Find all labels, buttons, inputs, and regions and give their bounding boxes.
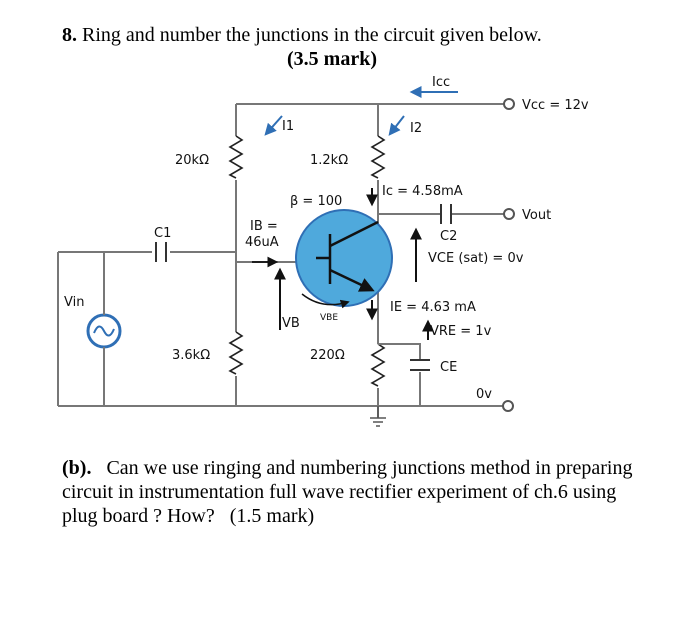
vbe-label: VBE [320, 313, 338, 323]
i1-label: I1 [282, 119, 294, 134]
ib-label: IB = [250, 219, 278, 234]
vcc-terminal [503, 98, 515, 110]
part-b-question: (b). Can we use ringing and numbering ju… [62, 456, 652, 528]
rc-label: 1.2kΩ [310, 153, 348, 168]
ground-symbol [370, 406, 386, 427]
vce-label: VCE (sat) = 0v [428, 251, 524, 266]
i1-arrow [264, 115, 283, 136]
part-b-label: (b). [62, 457, 92, 479]
c2-capacitor [440, 204, 452, 224]
c1-label: C1 [154, 226, 171, 241]
c2-label: C2 [440, 229, 457, 244]
icc-label: Icc [432, 75, 450, 90]
sine-wave-icon [93, 325, 115, 337]
ce-capacitor [410, 359, 430, 371]
vout-terminal [503, 208, 515, 220]
ce-label: CE [440, 360, 457, 375]
c1-capacitor [155, 242, 167, 262]
npn-transistor-icon [316, 220, 379, 292]
r1-label: 20kΩ [175, 153, 209, 168]
beta-label: β = 100 [290, 194, 342, 209]
question-title: 8. Ring and number the junctions in the … [62, 24, 542, 47]
circuit-diagram: Icc Vcc = 12v I1 I2 20kΩ 1.2kΩ β = 100 I… [57, 75, 589, 427]
part-b-text: Can we use ringing and numbering junctio… [62, 457, 633, 527]
question-marks: (3.5 mark) [287, 48, 377, 70]
question-text: Ring and number the junctions in the cir… [82, 24, 542, 46]
vin-label: Vin [64, 295, 84, 310]
vb-label: VB [282, 316, 300, 331]
vcc-label: Vcc = 12v [522, 98, 589, 113]
input-wire [57, 251, 236, 406]
r1-resistor [228, 135, 244, 179]
i2-label: I2 [410, 121, 422, 136]
r2-label: 3.6kΩ [172, 348, 210, 363]
zero-v-label: 0v [476, 387, 492, 402]
question-number: 8. [62, 24, 77, 46]
part-b-marks: (1.5 mark) [229, 505, 315, 527]
ib-value: 46uA [245, 235, 279, 250]
i2-arrow [388, 115, 405, 136]
re-resistor [370, 343, 386, 387]
ce-branch-wire [378, 343, 421, 406]
ground-terminal [502, 400, 514, 412]
vout-label: Vout [522, 208, 551, 223]
ie-label: IE = 4.63 mA [390, 300, 476, 315]
transistor-body [295, 209, 393, 307]
vbe-arc [301, 293, 350, 309]
vre-label: VRE = 1v [430, 324, 492, 339]
r2-resistor [228, 331, 244, 375]
rc-resistor [370, 135, 386, 179]
ic-label: Ic = 4.58mA [382, 184, 463, 199]
re-label: 220Ω [310, 348, 345, 363]
